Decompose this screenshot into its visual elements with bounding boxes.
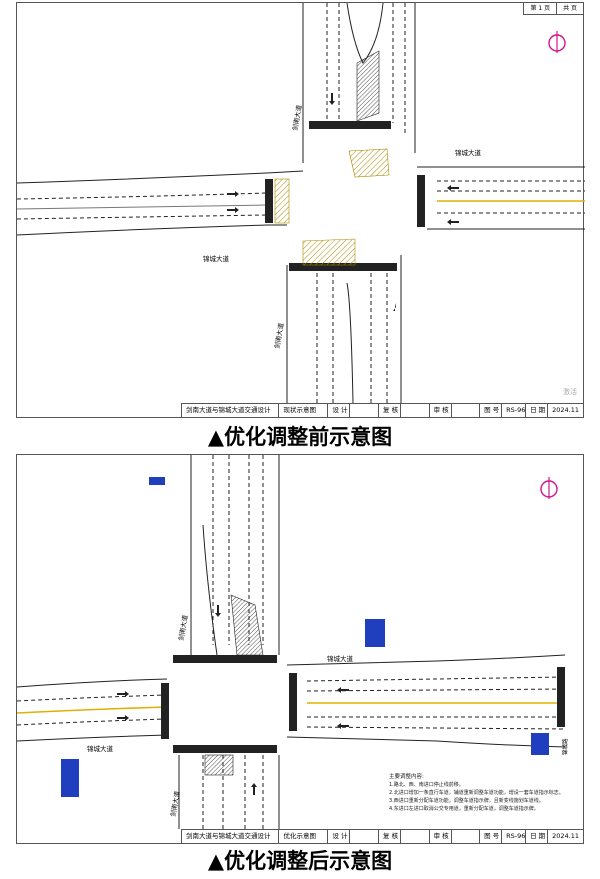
after-caption: ▲优化调整后示意图: [207, 849, 393, 873]
east-lane-sign: [531, 733, 549, 755]
after-north-compass-icon: [540, 477, 558, 499]
top-title-block: 剑南大道与锦城大道交通设计 现状示意图 设 计 复 核 审 核 图 号 RS-9…: [181, 403, 583, 417]
notes-item: 3.西进口重新分配车道功能，调整车道指示牌，且新变线施划车道线。: [389, 798, 544, 804]
tb-number-label: 图 号: [480, 404, 503, 417]
east-stop-line: [417, 175, 425, 227]
adjustment-notes: 主要调整内容: 1.路北、西、南进口停止线前移。 2.北进口增加一条直行车道，辅…: [389, 773, 579, 813]
bottom-east-road-label: 锦城大道: [327, 654, 354, 663]
notes-title: 主要调整内容:: [389, 774, 424, 780]
after-road-drawing: 剑南大道 锦城大道 锦城大道 剑南大道 锦城路: [17, 455, 569, 829]
tb-approve-blank: [452, 830, 481, 843]
after-north-approach: [190, 455, 280, 656]
west-lane-sign: [61, 759, 79, 797]
tb-project-name: 剑南大道与锦城大道交通设计: [182, 830, 280, 843]
north-stop-line: [309, 121, 391, 129]
activation-watermark: 激活: [563, 388, 577, 396]
after-lane-arrows: [117, 605, 349, 795]
west-approach: [17, 170, 304, 236]
sheet-page: 第 1 页: [524, 3, 558, 14]
north-compass-icon: [548, 31, 566, 53]
bottom-title-block: 剑南大道与锦城大道交通设计 优化示意图 设 计 复 核 审 核 图 号 RS-9…: [181, 829, 583, 843]
tb-date-label: 日 期: [526, 404, 549, 417]
north-lane-sign: [149, 477, 165, 485]
after-north-stop-line: [173, 655, 277, 663]
tb-design-blank: [350, 404, 380, 417]
south-stop-line: [289, 263, 397, 271]
tb-date-value: 2024.11: [552, 406, 579, 414]
tb-date-value: 2024.11: [552, 832, 579, 840]
bottom-far-east-road-label: 锦城路: [561, 738, 569, 755]
tb-review-blank: [401, 830, 430, 843]
tb-approve-blank: [452, 404, 481, 417]
after-north-median-hatch: [230, 594, 264, 656]
after-east-stop-line: [289, 673, 297, 731]
west-stop-line: [265, 179, 273, 223]
tb-drawing-name: 现状示意图: [279, 404, 329, 417]
after-south-stop-line: [173, 745, 277, 753]
before-diagram-panel: 剑南大道 锦城大道 锦城大道 剑南大道 第 1 页 共 页 激活 剑南大道与锦城…: [16, 2, 585, 418]
tb-date-label: 日 期: [526, 830, 549, 843]
before-road-drawing: 剑南大道 锦城大道 锦城大道 剑南大道: [17, 3, 585, 404]
west-yellow-zone: [274, 178, 290, 224]
tb-approve-label: 审 核: [430, 830, 452, 843]
east-approach: [417, 166, 585, 230]
tb-approve-label: 审 核: [430, 404, 452, 417]
after-far-east-stop-line: [557, 667, 565, 727]
bottom-west-road-label: 锦城大道: [87, 744, 114, 753]
tb-review-blank: [401, 404, 430, 417]
tb-review-label: 复 核: [379, 404, 402, 417]
east-overhead-lane-sign: [365, 619, 385, 647]
lane-arrows: [227, 93, 459, 311]
after-east-approach: [286, 654, 566, 748]
tb-design-blank: [350, 830, 380, 843]
north-median-hatch: [356, 50, 380, 122]
sheet-info-box: 第 1 页 共 页: [523, 3, 583, 15]
before-caption: ▲优化调整前示意图: [207, 425, 393, 449]
tb-drawing-name: 优化示意图: [279, 830, 329, 843]
south-yellow-zone: [302, 238, 356, 266]
notes-item: 2.北进口增加一条直行车道，辅道重新调整车道功能，增设一套车道指示标志。: [389, 790, 564, 796]
bottom-south-road-label: 剑南大道: [168, 790, 181, 818]
tb-review-label: 复 核: [379, 830, 402, 843]
tb-project-name: 剑南大道与锦城大道交通设计: [182, 404, 280, 417]
top-north-road-label: 剑南大道: [290, 104, 303, 132]
notes-item: 4.东进口左进口取消公交专用道，重新分配车道，调整车道指示牌。: [389, 806, 539, 812]
after-west-stop-line: [161, 683, 169, 739]
tb-design-label: 设 计: [328, 830, 351, 843]
top-east-road-label: 锦城大道: [455, 148, 482, 157]
after-south-approach: [178, 755, 280, 829]
top-south-road-label: 剑南大道: [272, 322, 285, 350]
north-yellow-zone: [348, 148, 390, 178]
tb-design-label: 设 计: [328, 404, 351, 417]
notes-item: 1.路北、西、南进口停止线前移。: [389, 782, 464, 788]
top-west-road-label: 锦城大道: [203, 254, 230, 263]
after-west-center-line: [17, 706, 168, 714]
tb-number-value: RS-96: [502, 404, 527, 417]
tb-number-label: 图 号: [480, 830, 503, 843]
tb-number-value: RS-96: [502, 830, 527, 843]
after-south-hatch: [204, 754, 234, 776]
sheet-total: 共 页: [563, 5, 577, 12]
after-diagram-panel: 剑南大道 锦城大道 锦城大道 剑南大道 锦城路 主要调整内容: 1.路北、西、南…: [16, 454, 584, 844]
south-approach: [286, 255, 402, 404]
bottom-north-road-label: 剑南大道: [176, 614, 189, 642]
after-west-approach: [17, 678, 168, 742]
north-approach: [302, 3, 416, 163]
